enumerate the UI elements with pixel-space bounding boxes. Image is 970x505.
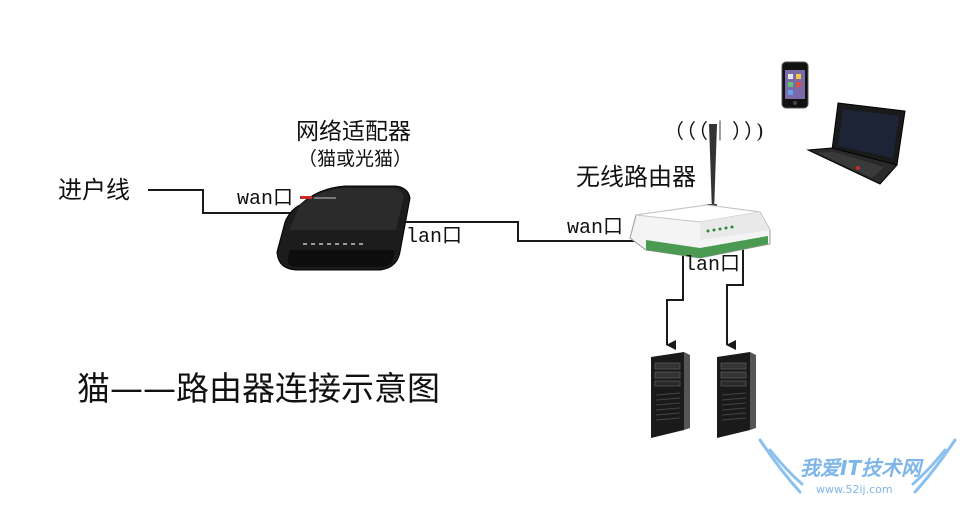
wifi-signal-icon: （（（｜））) [664,119,766,143]
desktop-tower-2 [717,352,756,438]
modem-subtitle: （猫或光猫） [298,148,413,170]
desktop-tower-1 [651,352,690,438]
modem-to-router-wire [388,221,645,242]
router-to-pc1-wire [666,250,684,350]
router-wan-port-label: wan口 [567,217,624,240]
router-title: 无线路由器 [576,163,696,191]
modem-lan-port-label: lan口 [406,226,463,249]
router-lan-port-label: lan口 [684,254,741,277]
router-to-pc2-wire [726,248,744,350]
watermark-text: 我爱IT技术网 [800,456,922,480]
incoming-line-label: 进户线 [58,176,130,204]
modem-wan-port-label: wan口 [237,188,294,211]
diagram-title: 猫——路由器连接示意图 [77,369,440,408]
watermark-url: www.52ij.com [816,483,893,496]
incoming-line-wire [148,189,300,214]
modem-title: 网络适配器 [296,119,411,145]
